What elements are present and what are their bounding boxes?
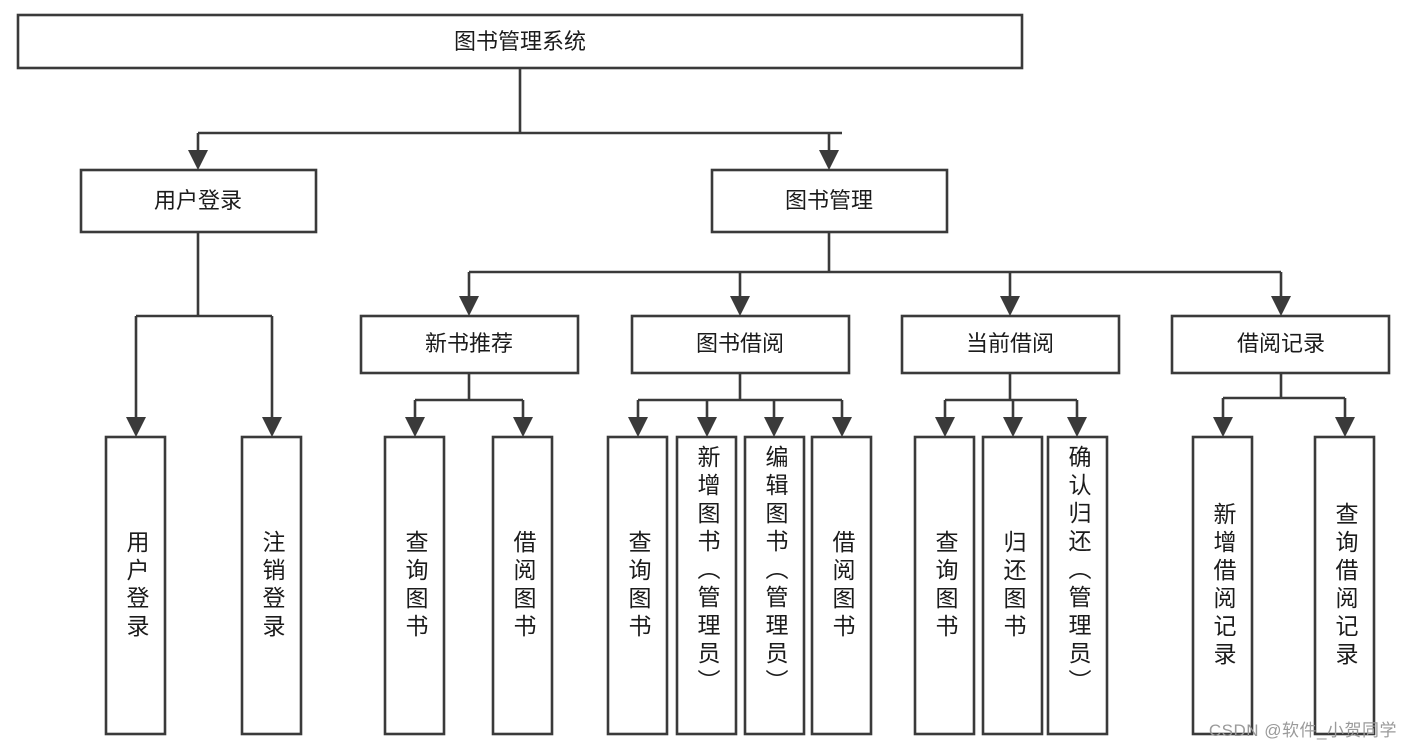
arrow-head-to-user-login	[188, 150, 208, 170]
arrow-head-leaf-add-book	[697, 417, 717, 437]
node-new-book-recommend-label: 新书推荐	[425, 331, 513, 356]
node-book-borrow-box[interactable]	[630, 314, 851, 375]
leaf-box-edit-book[interactable]	[743, 435, 806, 736]
arrow-head-leaf-confirm-return	[1067, 417, 1087, 437]
node-root-label: 图书管理系统	[454, 29, 586, 54]
node-book-borrow-label: 图书借阅	[696, 331, 784, 356]
node-new-book-recommend-box[interactable]	[359, 314, 580, 375]
node-root[interactable]: 图书管理系统	[16, 13, 1024, 70]
node-book-manage[interactable]: 图书管理	[710, 168, 949, 234]
arrow-head-leaf-edit-book	[764, 417, 784, 437]
connector-borrowrecord-to-leaves	[1213, 373, 1355, 437]
connector-root-to-level2	[188, 68, 842, 170]
node-current-borrow-label: 当前借阅	[966, 331, 1054, 356]
node-borrow-record[interactable]: 借阅记录	[1170, 314, 1391, 375]
arrow-head-leaf-return-book	[1003, 417, 1023, 437]
connector-bookmanage-to-level3	[459, 232, 1291, 316]
node-user-login[interactable]: 用户登录	[79, 168, 318, 234]
leaf-box-user-login[interactable]	[104, 435, 167, 736]
arrow-head-current-borrow	[1000, 296, 1020, 316]
leaf-box-query-book-1[interactable]	[383, 435, 446, 736]
node-current-borrow-box[interactable]	[900, 314, 1121, 375]
arrow-head-leaf-query-book-1	[405, 417, 425, 437]
arrow-head-leaf-borrow-book-1	[513, 417, 533, 437]
node-book-manage-box[interactable]	[710, 168, 949, 234]
connector-userlogin-to-leaves	[126, 232, 282, 437]
leaf-box-return-book[interactable]	[981, 435, 1044, 736]
arrow-head-leaf-user-logout	[262, 417, 282, 437]
leaf-box-query-record[interactable]	[1313, 435, 1376, 736]
leaf-box-confirm-return[interactable]	[1046, 435, 1109, 736]
connector-currentborrow-to-leaves	[935, 373, 1087, 437]
connector-bookborrow-to-leaves	[628, 373, 852, 437]
leaf-box-borrow-book-2[interactable]	[810, 435, 873, 736]
node-user-login-label: 用户登录	[154, 188, 242, 213]
node-borrow-record-box[interactable]	[1170, 314, 1391, 375]
node-user-login-box[interactable]	[79, 168, 318, 234]
arrow-head-leaf-user-login	[126, 417, 146, 437]
node-root-box[interactable]	[16, 13, 1024, 70]
node-book-borrow[interactable]: 图书借阅	[630, 314, 851, 375]
arrow-head-leaf-query-book-3	[935, 417, 955, 437]
arrow-head-leaf-add-record	[1213, 417, 1233, 437]
arrow-head-book-borrow	[730, 296, 750, 316]
arrow-head-borrow-record	[1271, 296, 1291, 316]
arrow-head-new-book-recommend	[459, 296, 479, 316]
arrow-head-to-book-manage	[819, 150, 839, 170]
arrow-head-leaf-borrow-book-2	[832, 417, 852, 437]
node-borrow-record-label: 借阅记录	[1237, 331, 1325, 356]
arrow-head-leaf-query-record	[1335, 417, 1355, 437]
leaf-box-add-book[interactable]	[675, 435, 738, 736]
node-new-book-recommend[interactable]: 新书推荐	[359, 314, 580, 375]
arrow-head-leaf-query-book-2	[628, 417, 648, 437]
leaf-box-borrow-book-1[interactable]	[491, 435, 554, 736]
node-book-manage-label: 图书管理	[785, 188, 873, 213]
leaf-box-user-logout[interactable]	[240, 435, 303, 736]
node-current-borrow[interactable]: 当前借阅	[900, 314, 1121, 375]
leaf-box-add-record[interactable]	[1191, 435, 1254, 736]
watermark-text: CSDN @软件_小贺同学	[1208, 721, 1397, 740]
leaf-box-query-book-2[interactable]	[606, 435, 669, 736]
leaf-box-query-book-3[interactable]	[913, 435, 976, 736]
connector-newbook-to-leaves	[405, 373, 533, 437]
